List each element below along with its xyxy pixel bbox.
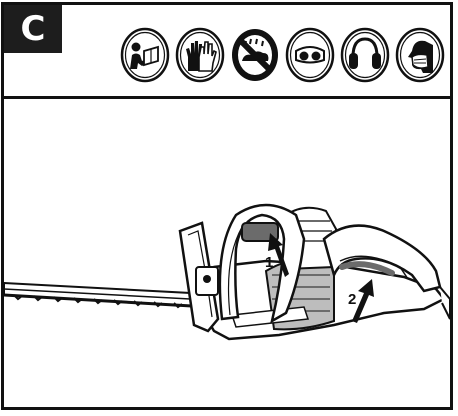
wear-ear-protection-icon — [340, 27, 390, 83]
header-bar: C — [4, 5, 450, 99]
callout-label-1: 1 — [265, 254, 273, 271]
step-badge: C — [4, 5, 62, 53]
wear-dust-mask-icon — [395, 27, 445, 83]
no-wet-conditions-icon — [230, 27, 280, 83]
instruction-panel: C — [1, 2, 453, 410]
hedge-trimmer-illustration: 1 2 — [4, 99, 450, 407]
callout-label-2: 2 — [348, 291, 356, 308]
trimmer-blade — [4, 283, 209, 307]
wear-goggles-icon — [285, 27, 335, 83]
wear-gloves-icon — [175, 27, 225, 83]
blade-guard — [180, 223, 218, 331]
read-manual-icon — [120, 27, 170, 83]
